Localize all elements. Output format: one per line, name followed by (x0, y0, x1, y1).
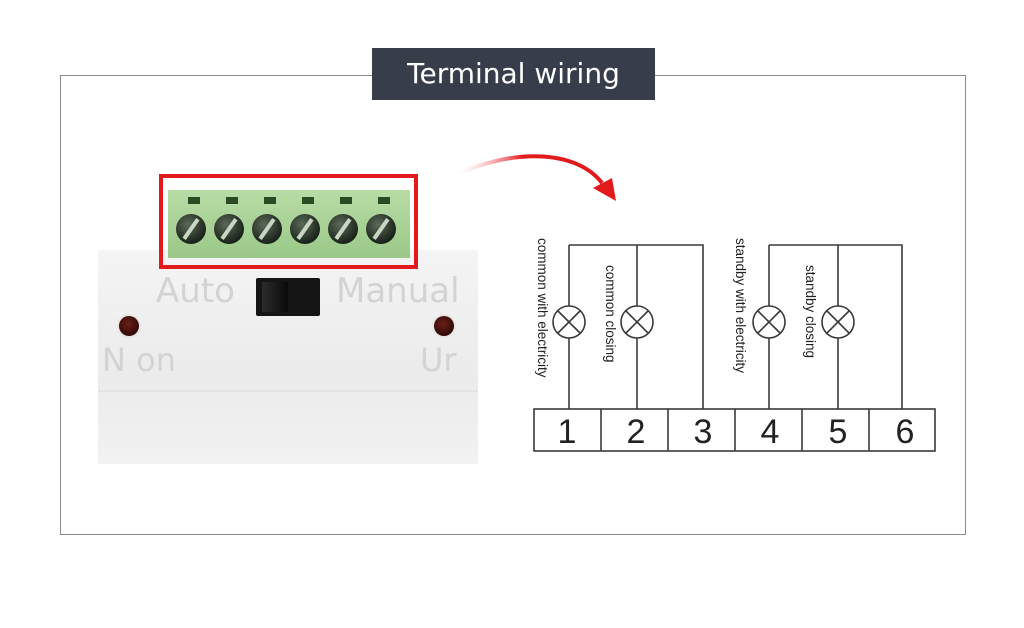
lamp-label: common closing (603, 265, 618, 363)
terminal-hole (302, 197, 314, 204)
terminal-number: 3 (694, 413, 713, 451)
terminal-screw (214, 214, 244, 244)
lamp-label: standby with electricity (733, 238, 748, 373)
page-title: Terminal wiring (372, 48, 655, 100)
lamp-icon (821, 305, 855, 339)
wire-common (569, 244, 704, 409)
auto-label: Auto (156, 271, 235, 311)
ur-label: Ur (420, 341, 457, 379)
terminal-block (168, 190, 410, 258)
terminal-hole (226, 197, 238, 204)
device-seam (98, 390, 478, 392)
auto-manual-switch[interactable] (256, 278, 320, 316)
terminal-hole (378, 197, 390, 204)
lamp-label: common with electricity (535, 238, 550, 378)
wire-common (769, 244, 903, 409)
terminal-hole (264, 197, 276, 204)
curved-arrow (457, 154, 604, 185)
manual-label: Manual (336, 271, 460, 311)
terminal-hole (188, 197, 200, 204)
terminal-number: 1 (558, 413, 577, 451)
status-led-right (434, 316, 454, 336)
terminal-number: 4 (761, 413, 780, 451)
lamp-label: standby closing (803, 265, 818, 358)
arrow-head-icon (593, 178, 616, 201)
terminal-screw (328, 214, 358, 244)
lamp-icon (752, 305, 786, 339)
lamp-icon (620, 305, 654, 339)
terminal-hole (340, 197, 352, 204)
lamp-icon (552, 305, 586, 339)
terminal-number: 2 (627, 413, 646, 451)
terminal-screw (176, 214, 206, 244)
terminal-screw (366, 214, 396, 244)
terminal-number: 5 (829, 413, 848, 451)
terminal-screw (290, 214, 320, 244)
terminal-screw (252, 214, 282, 244)
switch-knob[interactable] (262, 282, 288, 312)
terminal-number: 6 (896, 413, 915, 451)
status-led-left (119, 316, 139, 336)
n-on-label: N on (102, 341, 176, 379)
terminal-highlight-box (159, 174, 418, 269)
